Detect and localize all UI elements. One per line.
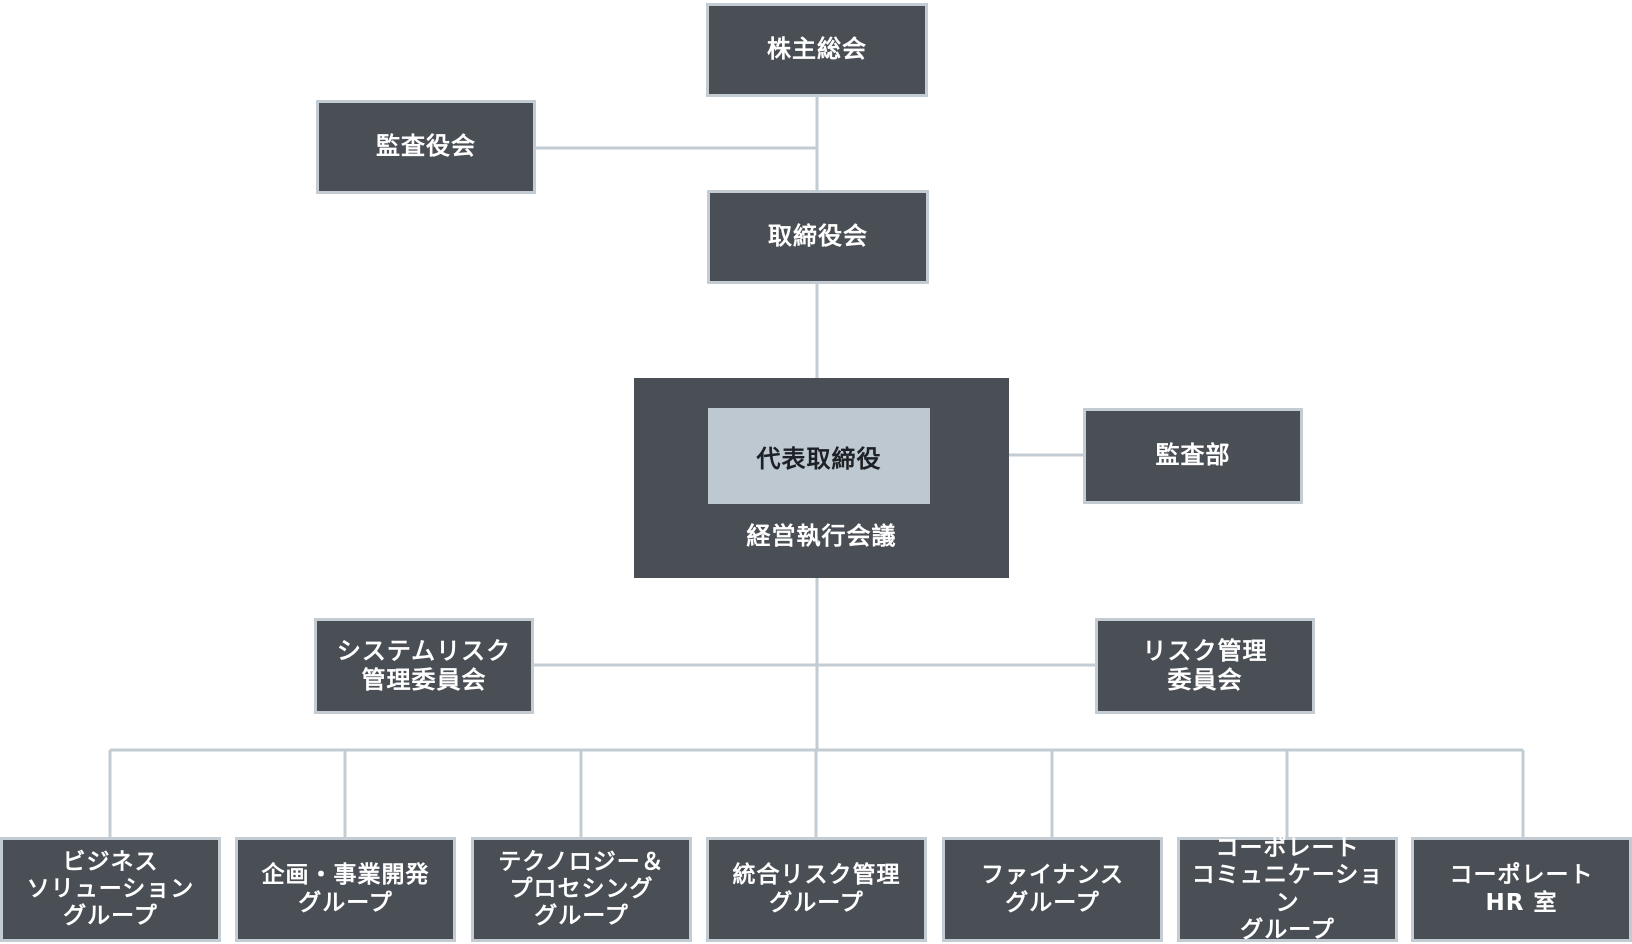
system-risk-committee-line-1: システムリスク (336, 636, 512, 665)
group-1-line-1: ビジネス (62, 848, 159, 875)
group-1-line-3: グループ (63, 903, 158, 930)
group-corporate-hr: コーポレート HR 室 (1411, 837, 1632, 942)
audit-board-box: 監査役会 (316, 100, 536, 194)
group-3-line-2: プロセシング (509, 875, 654, 902)
internal-audit-label: 監査部 (1155, 441, 1231, 470)
group-7-line-2: HR 室 (1485, 889, 1558, 916)
risk-committee-line-1: リスク管理 (1142, 636, 1268, 665)
risk-committee-line-2: 委員会 (1167, 666, 1243, 694)
group-4-line-1: 統合リスク管理 (732, 862, 901, 889)
system-risk-committee-box: システムリスク 管理委員会 (314, 618, 534, 714)
group-1-line-2: ソリューション (26, 875, 195, 902)
group-business-solution: ビジネス ソリューション グループ (0, 837, 221, 942)
group-finance: ファイナンス グループ (942, 837, 1163, 942)
group-3-line-1: テクノロジー＆ (498, 848, 665, 875)
group-integrated-risk-management: 統合リスク管理 グループ (706, 837, 927, 942)
exec-committee-label: 経営執行会議 (746, 522, 897, 550)
group-technology-processing: テクノロジー＆ プロセシング グループ (471, 837, 692, 942)
shareholders-meeting-box: 株主総会 (706, 3, 928, 97)
group-5-line-1: ファイナンス (980, 862, 1125, 889)
board-of-directors-box: 取締役会 (707, 190, 929, 284)
board-of-directors-label: 取締役会 (768, 222, 868, 251)
group-6-line-1: コーポレート (1215, 835, 1360, 862)
group-2-line-1: 企画・事業開発 (261, 862, 430, 889)
ceo-box: 代表取締役 (708, 408, 930, 504)
group-5-line-2: グループ (1005, 889, 1100, 916)
system-risk-committee-line-2: 管理委員会 (361, 666, 487, 694)
group-4-line-2: グループ (769, 889, 864, 916)
risk-committee-box: リスク管理 委員会 (1095, 618, 1315, 714)
audit-board-label: 監査役会 (376, 132, 476, 161)
shareholders-meeting-label: 株主総会 (767, 35, 867, 64)
group-planning-business-development: 企画・事業開発 グループ (235, 837, 456, 942)
group-7-line-1: コーポレート (1449, 862, 1594, 889)
group-corporate-communication: コーポレート コミュニケーション グループ (1177, 835, 1398, 943)
group-3-line-3: グループ (534, 903, 629, 930)
group-2-line-2: グループ (298, 889, 393, 916)
group-6-line-3: グループ (1240, 916, 1335, 943)
ceo-label: 代表取締役 (756, 444, 882, 473)
group-6-line-2: コミュニケーション (1191, 862, 1384, 916)
internal-audit-box: 監査部 (1083, 408, 1303, 504)
